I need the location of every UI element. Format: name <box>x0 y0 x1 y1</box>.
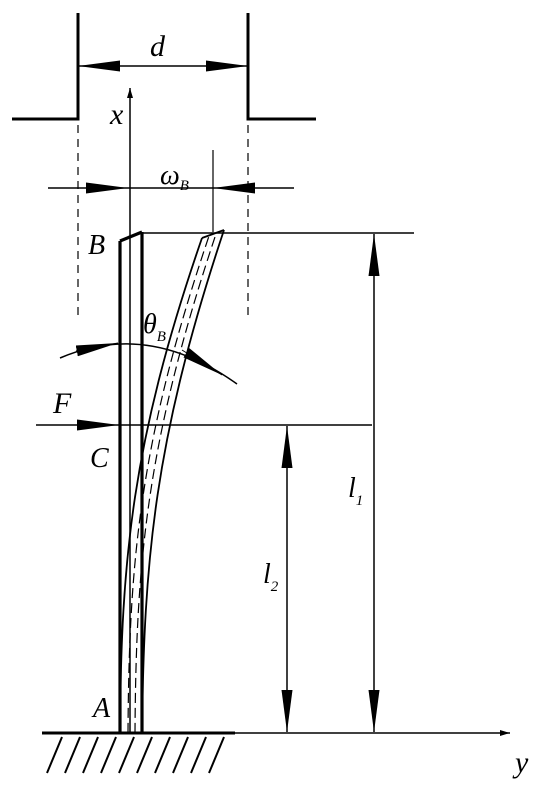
label-point-b: B <box>88 230 105 261</box>
label-y-axis: y <box>512 746 529 779</box>
label-x-axis: x <box>109 98 124 131</box>
label-l2-main: l <box>263 559 271 590</box>
label-theta-sub: B <box>157 329 166 345</box>
upper-guide <box>12 13 316 121</box>
label-l1-main: l <box>348 473 356 504</box>
undeformed-column <box>118 230 144 733</box>
label-d: d <box>150 30 166 63</box>
deflected-column <box>119 229 225 734</box>
label-omega-b: ωB <box>160 160 189 194</box>
label-omega-sub: B <box>180 178 189 194</box>
label-l2: l2 <box>263 559 279 595</box>
label-force-f: F <box>52 387 72 420</box>
label-omega-main: ω <box>160 160 180 191</box>
label-l1: l1 <box>348 473 363 509</box>
theta-left-arrow <box>75 342 119 357</box>
ground-support <box>42 731 235 774</box>
label-theta-b: θB <box>143 309 166 345</box>
label-theta-main: θ <box>143 309 157 340</box>
label-l1-sub: 1 <box>356 493 364 509</box>
label-point-c: C <box>90 443 109 474</box>
ground-hatching <box>46 736 225 774</box>
theta-right-arrow <box>181 348 223 376</box>
rotation-angle-arc <box>59 343 238 385</box>
label-point-a: A <box>91 693 111 724</box>
label-l2-sub: 2 <box>271 579 279 595</box>
